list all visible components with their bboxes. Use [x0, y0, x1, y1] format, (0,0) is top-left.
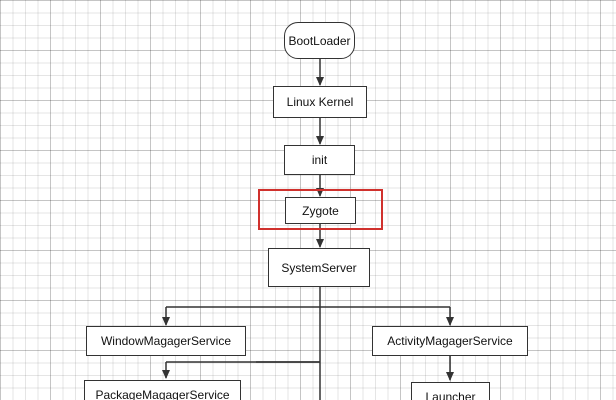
node-window-manager-service[interactable]: WindowMagagerService — [86, 326, 246, 356]
node-zygote[interactable]: Zygote — [285, 197, 356, 224]
node-bootloader[interactable]: BootLoader — [284, 22, 355, 59]
node-init[interactable]: init — [284, 145, 355, 175]
node-package-manager-service[interactable]: PackageMagagerService — [84, 380, 241, 400]
node-activity-manager-service[interactable]: ActivityMagagerService — [372, 326, 528, 356]
node-launcher[interactable]: Launcher — [411, 382, 490, 400]
zygote-highlight-box — [258, 189, 383, 230]
node-linux-kernel[interactable]: Linux Kernel — [273, 86, 367, 118]
node-systemserver[interactable]: SystemServer — [268, 248, 370, 287]
